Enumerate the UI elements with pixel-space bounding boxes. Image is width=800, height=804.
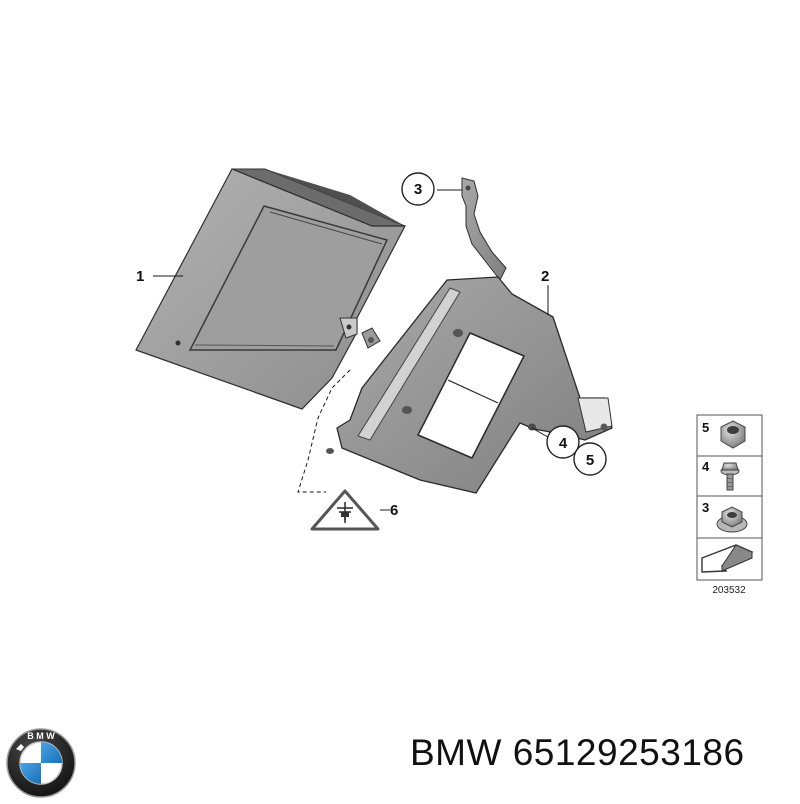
callout-2: 2 (541, 268, 549, 285)
hex-nut-icon (720, 420, 746, 449)
svg-text:3: 3 (702, 500, 709, 515)
bmw-roundel-icon: B M W (6, 728, 76, 798)
part-2-mounting-bracket (326, 276, 613, 494)
leader-lines (153, 189, 554, 511)
svg-text:4: 4 (559, 435, 568, 452)
callout-3: 3 (401, 172, 435, 206)
direction-arrow-icon (701, 544, 754, 573)
legend-row-5: 5 (702, 420, 746, 449)
legend-row-3: 3 (702, 500, 748, 533)
svg-text:6: 6 (390, 502, 398, 519)
grounding-stud (361, 327, 381, 349)
svg-text:3: 3 (414, 181, 422, 198)
diagram-number: 203532 (712, 585, 746, 596)
legend-row-4: 4 (702, 459, 740, 491)
callout-1: 1 (136, 268, 144, 285)
ground-connection-warning-icon (310, 489, 380, 531)
part-3-support-strap (461, 177, 507, 281)
callout-6: 6 (390, 502, 398, 519)
svg-text:1: 1 (136, 268, 144, 285)
fastener-legend: 5 4 3 (696, 414, 763, 596)
svg-text:5: 5 (586, 452, 594, 469)
callout-5: 5 (573, 442, 607, 476)
svg-text:4: 4 (702, 459, 710, 474)
callout-4: 4 (546, 425, 580, 459)
flange-bolt-icon (720, 462, 740, 491)
flange-nut-icon (716, 506, 748, 533)
part-number-caption: BMW 65129253186 (410, 732, 745, 773)
part-1-control-module (135, 168, 406, 410)
svg-text:2: 2 (541, 268, 549, 285)
svg-text:5: 5 (702, 420, 709, 435)
bmw-logo: B M W (5, 727, 77, 799)
logo-lettering: B M W (27, 731, 55, 741)
